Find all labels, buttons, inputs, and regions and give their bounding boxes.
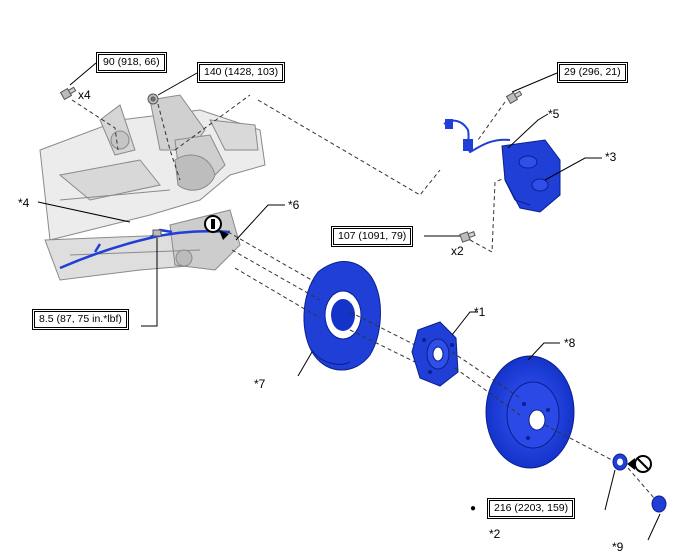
torque-box-8-5: 8.5 (87, 75 in.*lbf) [32,309,129,330]
brake-caliper [501,139,561,213]
torque-box-107: 107 (1091, 79) [331,226,414,247]
bolt-8-5 [152,229,162,237]
disc-rotor [485,355,575,469]
torque-value: 90 (918, 66) [98,54,165,71]
no-reuse-icon [627,455,652,473]
callout-7: *7 [254,377,266,391]
speed-sensor [443,119,511,154]
callout-6: *6 [288,198,300,212]
torque-value: 107 (1091, 79) [333,228,412,245]
torque-box-140: 140 (1428, 103) [197,62,286,83]
callout-9: *9 [612,540,624,554]
bolt-x2 [459,231,476,243]
torque-value: 140 (1428, 103) [199,64,284,81]
torque-box-29: 29 (296, 21) [557,62,628,83]
bolts [59,86,523,243]
dust-cover [303,261,381,371]
reuse-icon [204,215,229,240]
quantity-x4: x4 [78,88,91,102]
bolt-x4 [59,86,77,101]
hub-nut [612,453,628,471]
quantity-x2: x2 [451,244,464,258]
torque-value: 29 (296, 21) [559,64,626,81]
grease-cap [651,495,667,513]
callout-1: *1 [474,305,486,319]
suspension-assembly [39,94,266,281]
callout-4: *4 [18,196,30,210]
torque-box-90: 90 (918, 66) [96,52,167,73]
torque-value: 8.5 (87, 75 in.*lbf) [34,311,127,328]
callout-2: *2 [489,527,501,541]
leader-lines [37,62,661,541]
bullet-mark: ● [470,503,477,514]
callout-8: *8 [564,336,576,350]
torque-box-216: 216 (2203, 159) [487,498,576,519]
callout-5: *5 [548,107,560,121]
callout-3: *3 [605,150,617,164]
torque-value: 216 (2203, 159) [489,500,574,517]
bolt-140 [147,93,159,105]
hub-bearing [411,321,459,387]
assembly-lines [71,94,655,499]
bolt-29 [505,90,523,105]
